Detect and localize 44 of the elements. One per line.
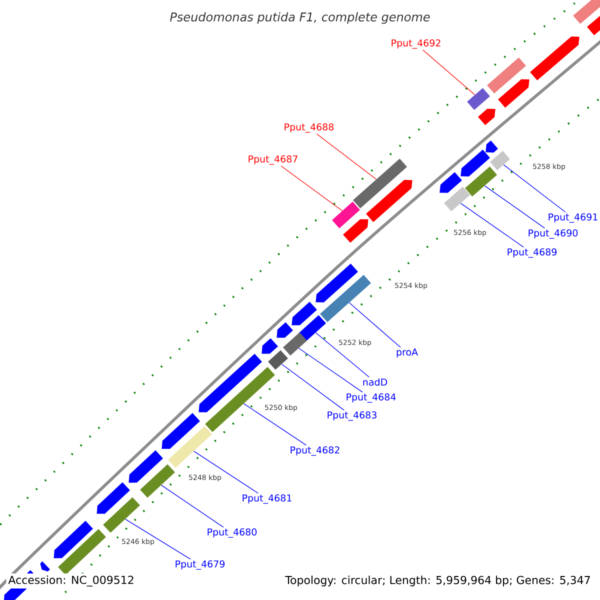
gene-bar xyxy=(320,274,371,322)
gene-label: proA xyxy=(396,348,418,358)
leader-line xyxy=(280,166,343,212)
gene-bar xyxy=(140,464,175,498)
leader-line xyxy=(460,202,524,248)
leader-line xyxy=(316,134,377,180)
gene-label: Pput_4679 xyxy=(176,560,225,570)
gene-bar xyxy=(352,158,408,208)
leader-line xyxy=(125,518,191,560)
gene-bar xyxy=(298,315,326,342)
leader-line xyxy=(298,348,363,393)
gene-label: nadD xyxy=(363,378,388,386)
gene-bar xyxy=(444,186,470,212)
gene-bar xyxy=(168,426,212,468)
gene-label: Pput_4689 xyxy=(508,248,557,258)
gene-label: Pput_4692 xyxy=(392,39,440,49)
gene-label: Pput_4683 xyxy=(328,411,376,421)
gene-label: Pput_4690 xyxy=(528,229,578,239)
leader-line xyxy=(503,164,566,212)
leader-line xyxy=(315,332,370,378)
info-text: Accession: NC_009512 xyxy=(6,574,136,588)
gene-bar xyxy=(103,497,140,533)
title: Pseudomonas putida F1, complete genome xyxy=(170,12,430,24)
gene-bar xyxy=(467,88,490,110)
gene-bar xyxy=(332,202,360,228)
leader-line xyxy=(194,450,258,494)
leader-line xyxy=(161,484,224,528)
gene-bar xyxy=(283,332,307,356)
leader-line xyxy=(244,403,307,446)
gene-bar xyxy=(268,350,288,370)
gene-label: Pput_4680 xyxy=(208,528,257,538)
leader-line xyxy=(484,185,546,228)
gene-label: Pput_4687 xyxy=(248,155,298,165)
leader-line xyxy=(422,50,476,96)
gene-bar xyxy=(490,150,510,170)
info-text: Topology: circular; Length: 5,959,964 bp; Genes: 5,347 xyxy=(285,576,590,586)
gene-label: Pput_4681 xyxy=(242,494,292,504)
gene-label: Pput_4691 xyxy=(548,213,598,223)
leader-line xyxy=(348,302,401,348)
leader-line xyxy=(281,364,344,411)
gene-label: Pput_4684 xyxy=(346,393,396,403)
gene-label: Pput_4682 xyxy=(290,446,340,456)
gene-bar xyxy=(465,166,498,196)
gene-label: Pput_4688 xyxy=(284,123,334,133)
